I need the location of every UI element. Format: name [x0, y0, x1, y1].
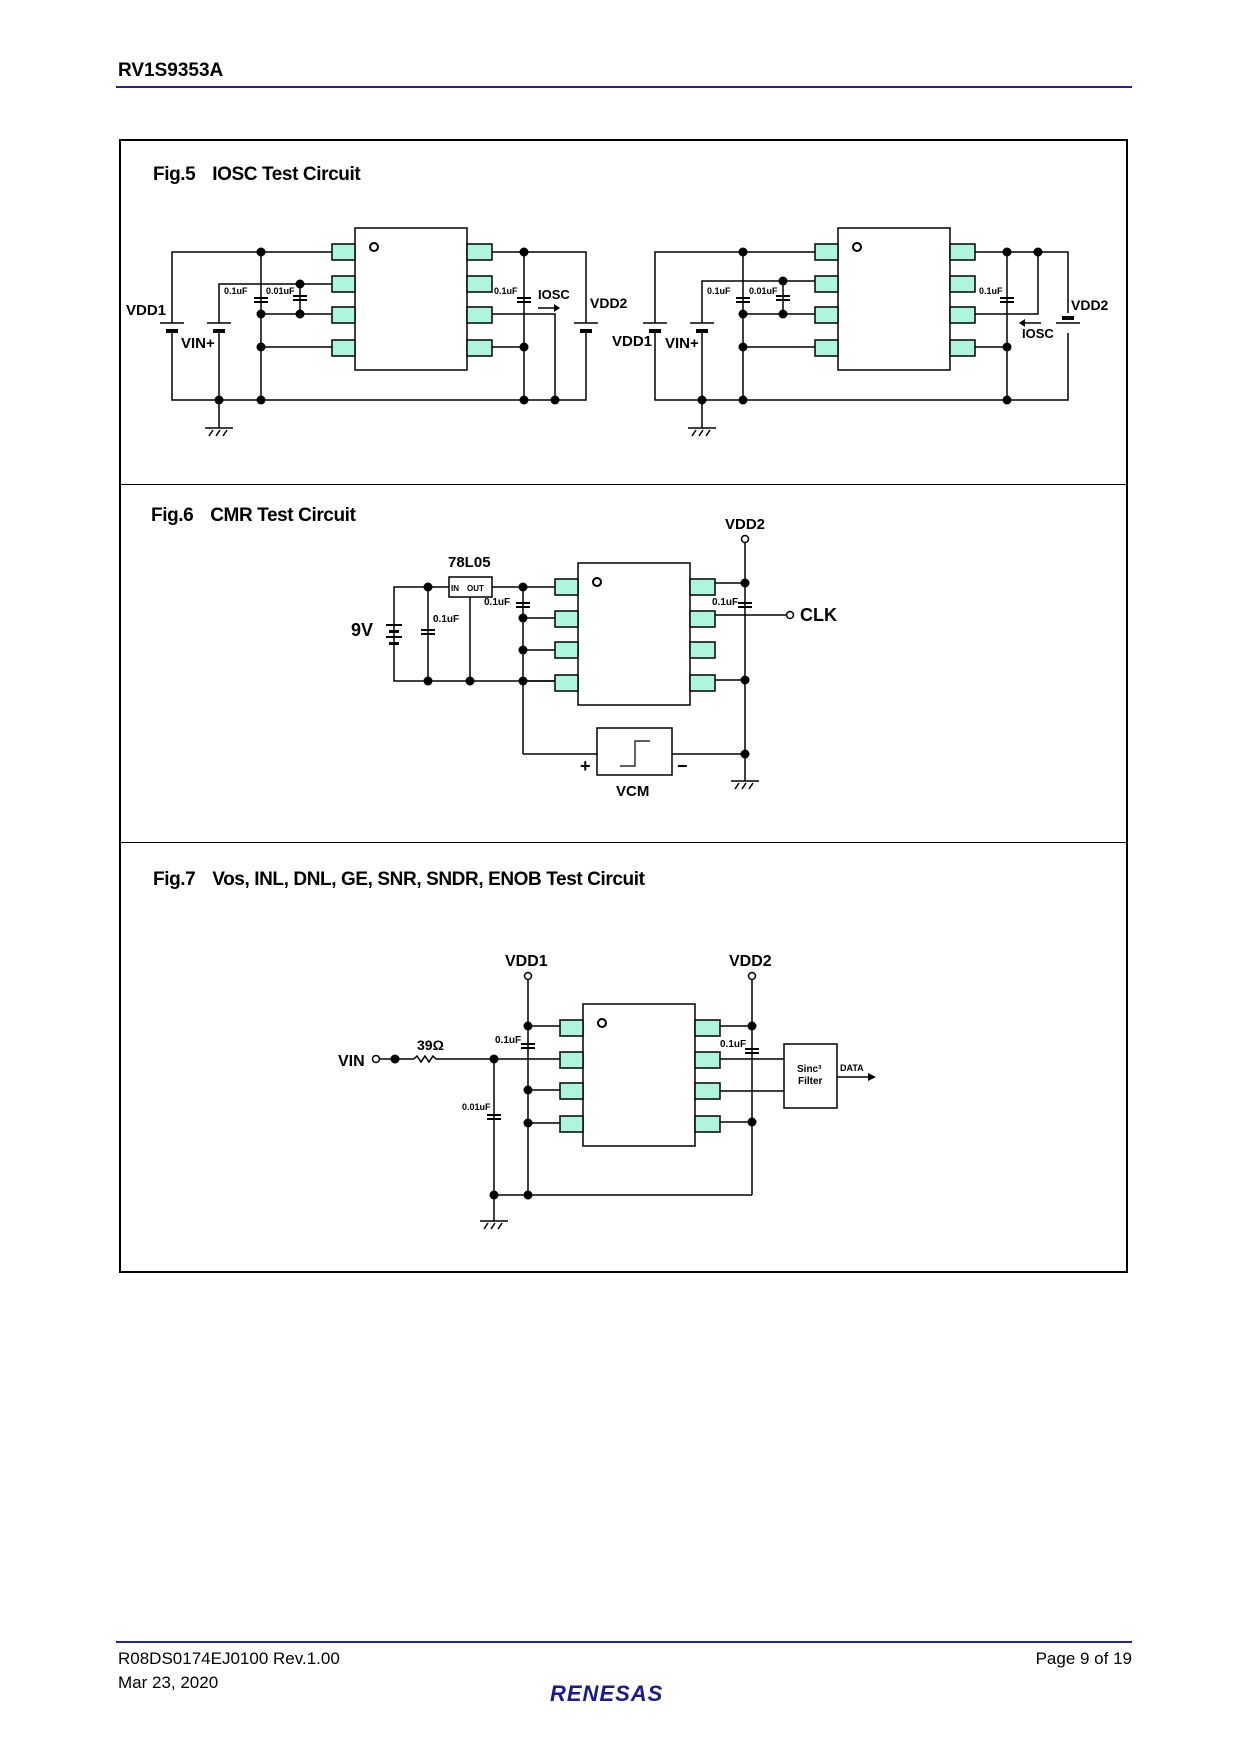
fig7-title: Fig.7 Vos, INL, DNL, GE, SNR, SNDR, ENOB… [153, 869, 645, 891]
vdd1-label: VDD1 [612, 333, 652, 350]
vin-label: VIN+ [665, 335, 699, 352]
doc-number: R08DS0174EJ0100 Rev.1.00 [118, 1649, 340, 1668]
fig5-right-circuit: VDD1 VIN+ VDD2 IOSC 0.1uF 0.01uF 0.1uF [612, 227, 1109, 437]
cap-label: 0.1uF [712, 597, 738, 608]
regulator-in-label: IN [451, 584, 459, 593]
fig6-title: Fig.6 CMR Test Circuit [151, 505, 356, 527]
vdd1-label: VDD1 [126, 302, 166, 319]
cap-label: 0.1uF [707, 286, 731, 296]
fig5-number: Fig.5 [153, 164, 196, 185]
footer-rule [116, 1641, 1132, 1643]
ic-chip [554, 562, 716, 706]
clk-label: CLK [800, 605, 837, 625]
doc-date: Mar 23, 2020 [118, 1673, 219, 1692]
fig5-title: Fig.5 IOSC Test Circuit [153, 164, 361, 186]
vin-label: VIN [338, 1053, 365, 1070]
vcm-minus-label: − [677, 756, 688, 776]
fig6-caption: CMR Test Circuit [210, 505, 356, 526]
fig7-number: Fig.7 [153, 869, 196, 890]
fig7-caption: Vos, INL, DNL, GE, SNR, SNDR, ENOB Test … [212, 869, 645, 890]
vcm-label: VCM [616, 783, 649, 800]
header-rule [116, 86, 1132, 88]
resistor-label: 39Ω [417, 1037, 444, 1053]
fig5-caption: IOSC Test Circuit [212, 164, 361, 185]
ic-chip [814, 227, 976, 371]
filter-label-line2: Filter [798, 1076, 823, 1087]
regulator-label: 78L05 [448, 554, 491, 571]
figures-frame [119, 139, 1128, 1273]
regulator-out-label: OUT [467, 584, 484, 593]
document-title: RV1S9353A [118, 60, 224, 81]
fig5-left-circuit: VDD1 VIN+ VDD2 IOSC 0.1uF 0.01uF 0.1uF [126, 227, 628, 437]
fig6-circuit: 78L05 IN OUT 9V 0.1uF 0.1uF 0.1uF VDD2 C… [351, 516, 837, 800]
filter-label-line1: Sinc³ [797, 1064, 822, 1075]
data-output-label: DATA [840, 1063, 864, 1073]
cap-label: 0.01uF [266, 286, 295, 296]
cap-label: 0.1uF [433, 614, 459, 625]
renesas-logo: RENESAS [550, 1681, 664, 1706]
battery-9v-label: 9V [351, 620, 373, 640]
vdd2-label: VDD2 [590, 295, 628, 311]
cap-label: 0.1uF [224, 286, 248, 296]
cap-label: 0.1uF [720, 1039, 746, 1050]
ic-chip [559, 1003, 721, 1147]
cap-label: 0.1uF [494, 286, 518, 296]
ic-chip [331, 227, 493, 371]
fig7-circuit: VIN 39Ω VDD1 VDD2 0.1uF 0.01uF 0.1uF Sin… [338, 953, 876, 1230]
cap-label: 0.01uF [462, 1102, 491, 1112]
section-divider [121, 484, 1126, 485]
vin-label: VIN+ [181, 335, 215, 352]
vcm-plus-label: + [580, 756, 591, 776]
iosc-label: IOSC [538, 287, 570, 302]
cap-label: 0.1uF [495, 1035, 521, 1046]
fig6-number: Fig.6 [151, 505, 194, 526]
cap-label: 0.1uF [484, 597, 510, 608]
vdd1-label: VDD1 [505, 953, 548, 970]
page-number: Page 9 of 19 [1035, 1649, 1132, 1668]
vdd2-label: VDD2 [725, 516, 765, 533]
cap-label: 0.1uF [979, 286, 1003, 296]
vdd2-label: VDD2 [1071, 297, 1109, 313]
cap-label: 0.01uF [749, 286, 778, 296]
sinc3-filter-box [783, 1043, 838, 1109]
iosc-label: IOSC [1022, 326, 1054, 341]
vdd2-label: VDD2 [729, 953, 772, 970]
section-divider [121, 842, 1126, 843]
